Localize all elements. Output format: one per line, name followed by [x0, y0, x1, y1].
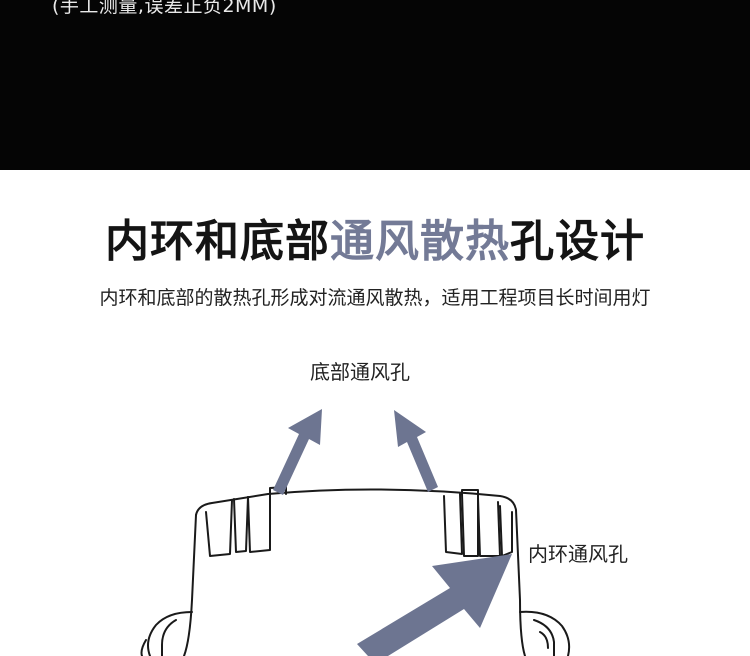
page-headline: 内环和底部通风散热孔设计: [0, 214, 750, 270]
page-subtitle: 内环和底部的散热孔形成对流通风散热，适用工程项目长时间用灯: [99, 287, 651, 309]
headline-part1: 内环和底部: [105, 216, 330, 267]
label-inner-vents: 内环通风孔: [528, 542, 628, 566]
arrow-group-bottom: [273, 409, 512, 656]
measurement-note: (手工测量,误差正负2MM): [52, 0, 277, 17]
label-bottom-vents: 底部通风孔: [310, 360, 410, 384]
headline-highlight: 通风散热: [330, 216, 510, 267]
housing-outline: [140, 486, 571, 656]
top-dark-band: (手工测量,误差正负2MM): [0, 0, 750, 170]
arrow-bottom-right: [394, 410, 438, 492]
arrow-bottom-left: [273, 409, 322, 495]
headline-part2: 孔设计: [510, 216, 645, 267]
arrow-inner-ring: [357, 554, 512, 656]
